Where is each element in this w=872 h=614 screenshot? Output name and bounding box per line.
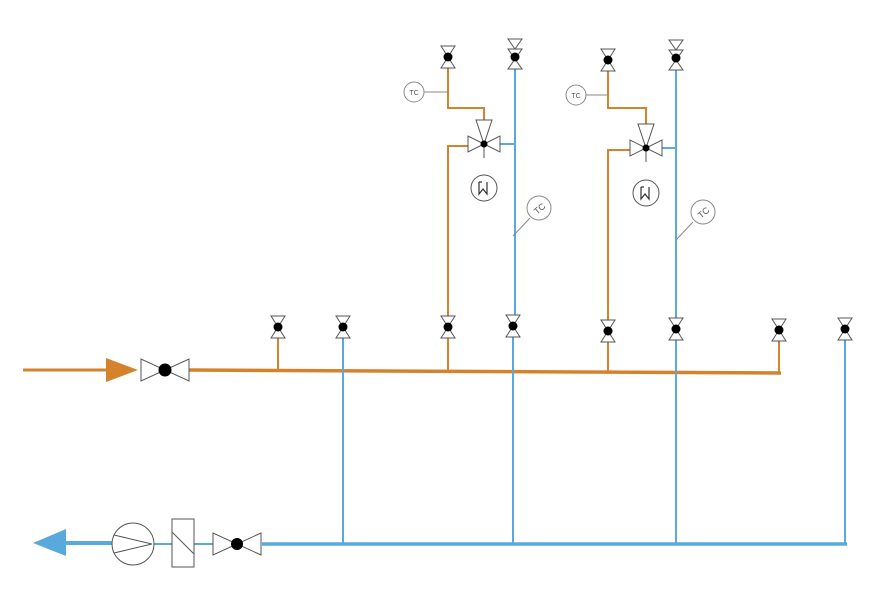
- branch-valve-icon[interactable]: [771, 318, 787, 342]
- vent-valve-icon[interactable]: [600, 48, 616, 72]
- vent-valve-icon[interactable]: [507, 38, 523, 70]
- branch-valve-icon[interactable]: [270, 315, 286, 339]
- filter-icon[interactable]: [171, 518, 195, 568]
- supply-branch-pipe: [607, 149, 630, 320]
- controller-label: TC: [571, 93, 580, 100]
- outlet-arrow-icon: [33, 529, 66, 556]
- supply-branch-pipe: [447, 145, 468, 316]
- branch-valve-icon[interactable]: [335, 315, 351, 339]
- vent-valve-icon[interactable]: [668, 39, 684, 71]
- supply-header-pipe: [188, 368, 782, 375]
- branch-valve-icon[interactable]: [440, 315, 456, 339]
- return-piping: [66, 69, 847, 546]
- branch-valve-icon[interactable]: [505, 314, 521, 338]
- temperature-controller-2: TC: [565, 84, 608, 106]
- controller-label: TC: [409, 90, 418, 97]
- branch-valve-icon[interactable]: [837, 317, 853, 341]
- motor-actuator-icon: [470, 174, 498, 202]
- branch-valve-icon[interactable]: [668, 317, 684, 341]
- inlet-arrow-icon: [23, 358, 138, 382]
- motor-actuator-icon: [632, 179, 660, 207]
- mixing-valve-icon[interactable]: [467, 119, 501, 159]
- mixing-valve-icon[interactable]: [629, 123, 663, 163]
- outlet-valve-icon[interactable]: [212, 532, 262, 556]
- branch-valve-icon[interactable]: [600, 319, 616, 343]
- vent-valve-icon[interactable]: [440, 45, 456, 69]
- temperature-controller-3: TC: [512, 195, 552, 237]
- supply-piping: [188, 68, 782, 375]
- supply-branch-pipe: [447, 68, 485, 120]
- supply-branch-pipe: [607, 71, 647, 124]
- temperature-controller-1: TC: [403, 81, 448, 103]
- inlet-valve-icon[interactable]: [140, 358, 190, 382]
- pump-icon[interactable]: [111, 522, 155, 566]
- temperature-controller-4: TC: [675, 199, 716, 241]
